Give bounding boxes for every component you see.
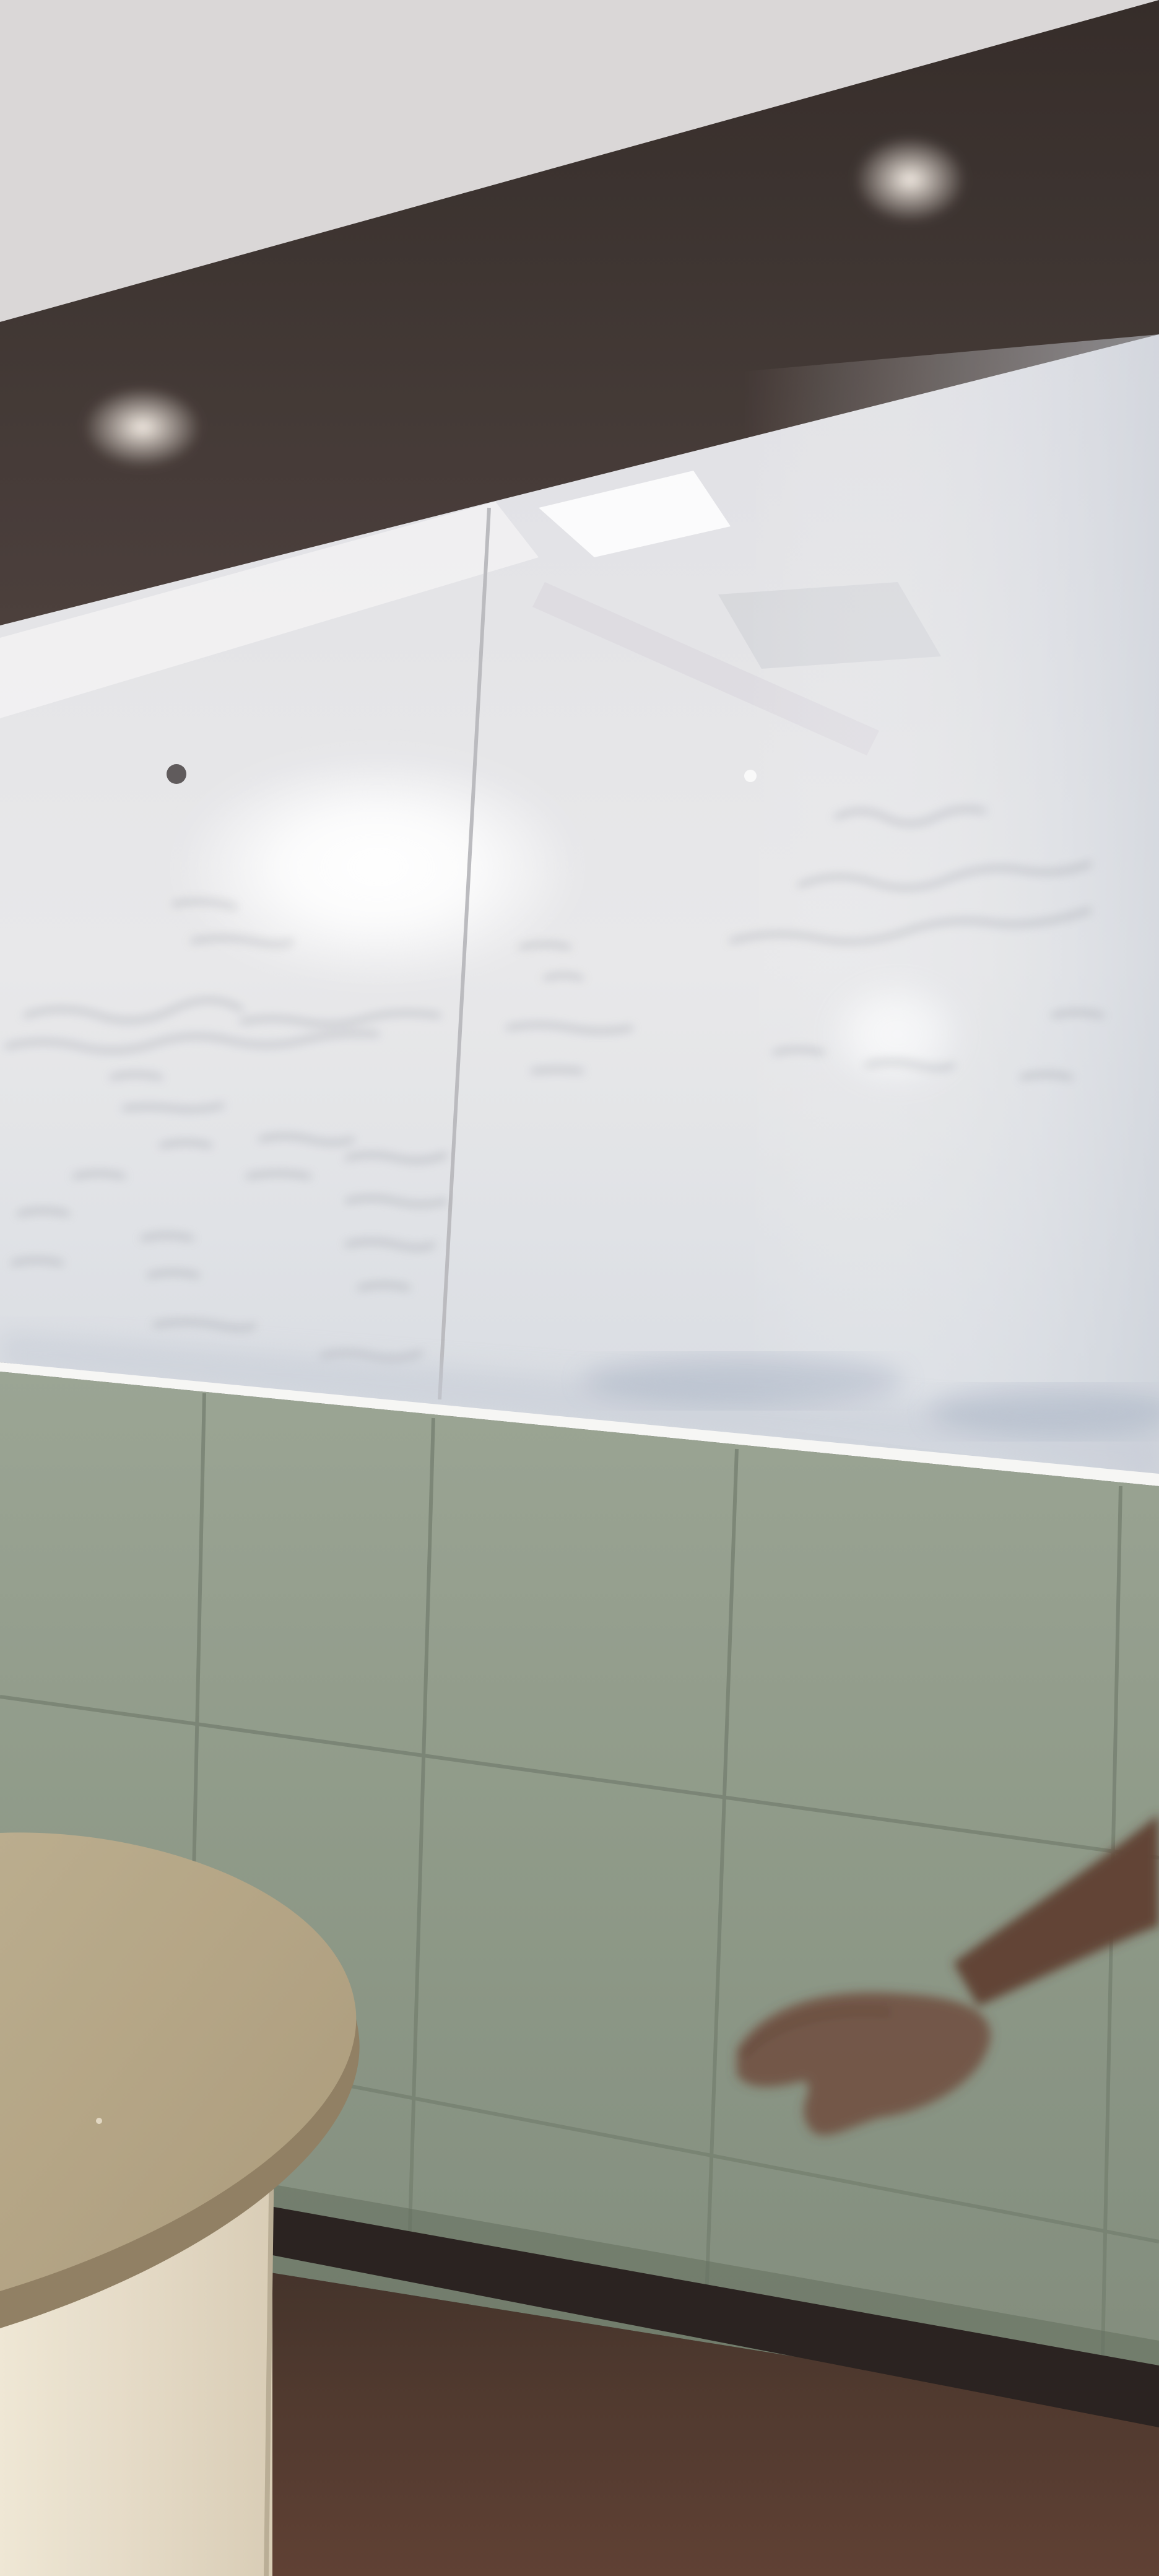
forearm — [953, 1814, 1159, 2006]
beam-light-reflection — [854, 136, 966, 223]
person-arm — [737, 1814, 1159, 2136]
hand — [737, 1992, 991, 2136]
whiteboard-writing — [4, 807, 1104, 1360]
glass-panel-seam — [438, 507, 491, 1400]
round-table — [0, 1832, 360, 2576]
wall-lamp — [167, 764, 186, 784]
ceiling-light-panel — [539, 471, 731, 557]
floor — [0, 2204, 1159, 2576]
glass-whiteboard-wall — [0, 334, 1159, 1486]
ceiling-beam — [0, 0, 1159, 625]
lamp-glare — [173, 749, 582, 985]
beam-light-reflection — [84, 387, 201, 468]
tabletop — [0, 1832, 357, 2291]
